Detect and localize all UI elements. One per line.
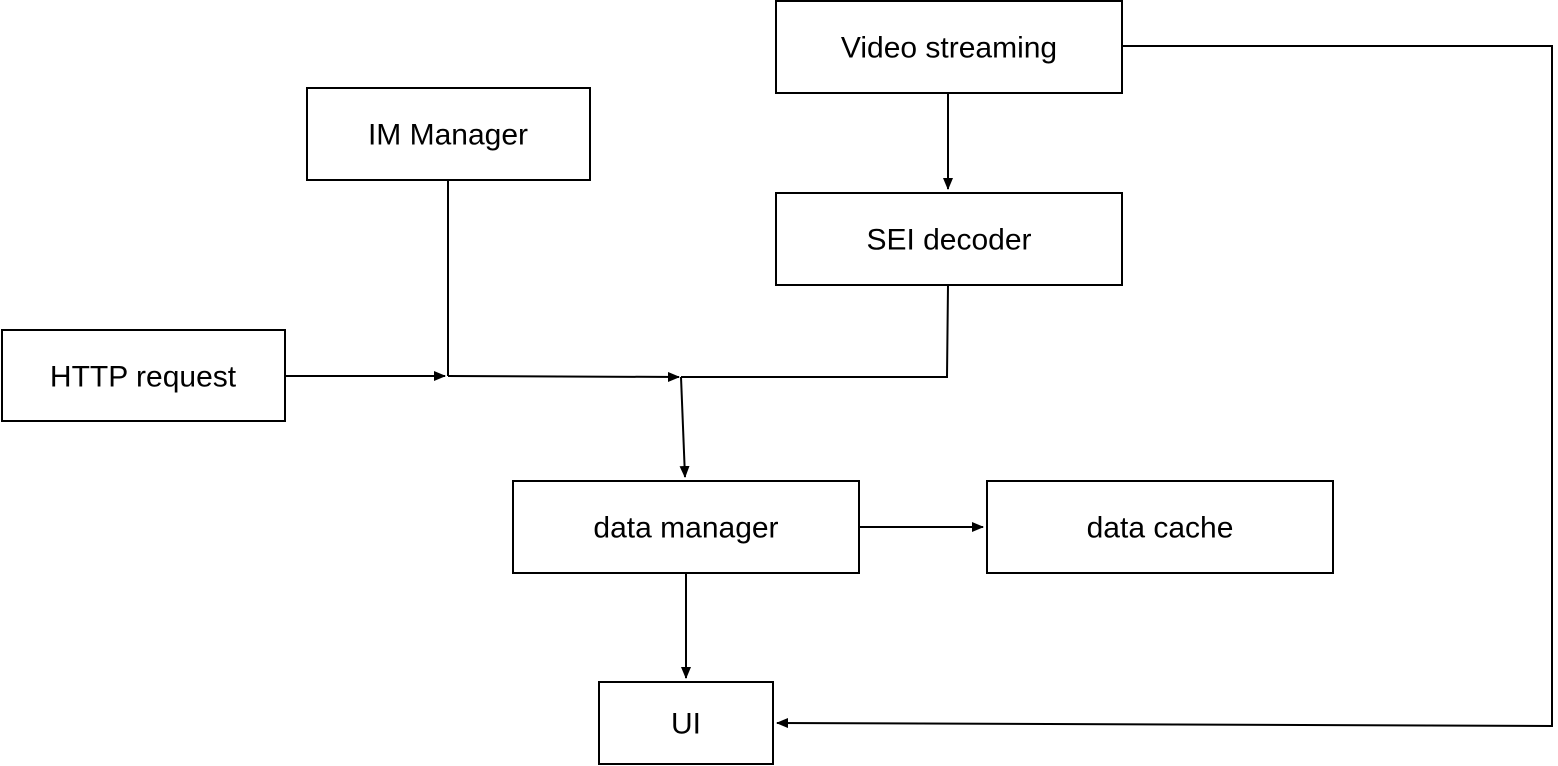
edge-video-streaming-to-ui [776, 45, 1553, 729]
node-http-request: HTTP request [1, 329, 286, 422]
node-im-manager: IM Manager [306, 87, 591, 181]
node-ui-label: UI [671, 708, 701, 741]
node-video-streaming-label: Video streaming [841, 32, 1057, 65]
edge-sei-decoder-to-merge [681, 284, 949, 378]
node-im-manager-label: IM Manager [368, 119, 528, 152]
edge-merge-to-data-manager [679, 376, 690, 478]
node-data-manager: data manager [512, 480, 860, 574]
node-data-manager-label: data manager [593, 512, 778, 545]
node-sei-decoder: SEI decoder [775, 192, 1123, 286]
node-data-cache: data cache [986, 480, 1334, 574]
node-data-cache-label: data cache [1087, 512, 1234, 545]
edge-junction-to-merge [447, 371, 680, 382]
node-ui: UI [598, 681, 774, 765]
node-video-streaming: Video streaming [775, 0, 1123, 94]
node-http-request-label: HTTP request [50, 361, 237, 394]
node-sei-decoder-label: SEI decoder [866, 224, 1031, 257]
edges [285, 45, 1553, 729]
